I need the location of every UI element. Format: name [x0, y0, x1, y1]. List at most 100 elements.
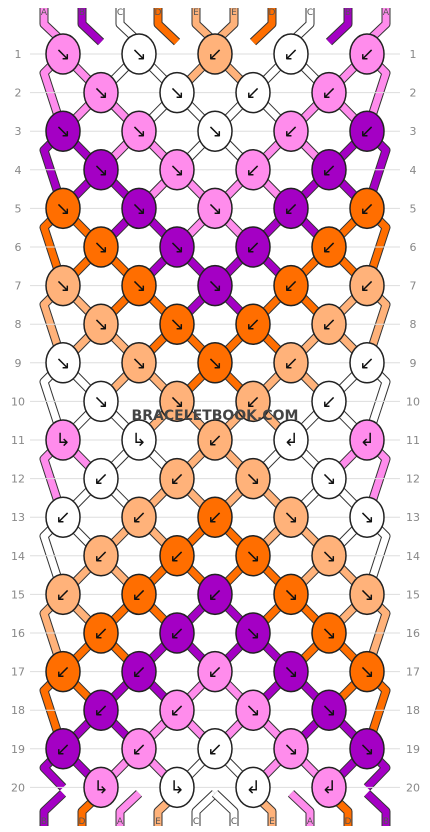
knot: ↙: [273, 110, 309, 152]
knot: ↙: [273, 342, 309, 384]
knot-ellipse: [83, 612, 119, 654]
knot-ellipse: [197, 650, 233, 693]
knot-arrow-icon: ↳: [93, 777, 108, 798]
knot: ↘: [159, 71, 195, 114]
knot-arrow-icon: ↘: [283, 584, 298, 605]
bottom-strand-label: C: [231, 817, 237, 827]
row-label-right: 7: [410, 280, 417, 293]
knot-arrow-icon: ↘: [245, 700, 260, 721]
row-label-right: 6: [410, 241, 417, 254]
knot-arrow-icon: ↘: [359, 739, 374, 760]
bottom-strand-label: A: [307, 817, 314, 827]
knot: ↙: [159, 535, 195, 577]
knot-ellipse: [83, 71, 119, 114]
row-label-right: 11: [406, 434, 420, 447]
row-label-right: 16: [406, 627, 420, 640]
knot-arrow-icon: ↘: [55, 353, 70, 374]
knot-arrow-icon: ↘: [207, 121, 222, 142]
knot: ↙: [349, 110, 385, 152]
knot-arrow-icon: ↙: [55, 739, 70, 760]
knot-arrow-icon: ↘: [169, 83, 184, 104]
knot-ellipse: [197, 110, 233, 152]
knot-arrow-icon: ↙: [283, 276, 298, 297]
knot: ↲: [273, 419, 309, 461]
row-label-left: 16: [11, 627, 25, 640]
row-label-left: 19: [11, 743, 25, 756]
top-strand-B: [78, 8, 104, 45]
row-label-right: 20: [406, 781, 420, 794]
knot: ↘: [45, 264, 81, 307]
row-label-right: 3: [410, 125, 417, 138]
knot: ↘: [311, 612, 347, 654]
knot: ↘: [349, 573, 385, 616]
knot: ↘: [349, 650, 385, 693]
top-strand-D: [250, 8, 276, 45]
row-label-right: 1: [410, 48, 417, 61]
row-label-right: 8: [410, 318, 417, 331]
knot-arrow-icon: ↘: [283, 662, 298, 683]
knot-ellipse: [83, 766, 119, 809]
knot-arrow-icon: ↘: [359, 584, 374, 605]
knot-ellipse: [311, 766, 347, 809]
knot: ↙: [121, 728, 157, 770]
knot-ellipse: [197, 264, 233, 307]
top-strand-label: B: [345, 8, 351, 18]
knot-arrow-icon: ↘: [245, 469, 260, 490]
knot-ellipse: [349, 573, 385, 616]
knot-arrow-icon: ↙: [131, 584, 146, 605]
knot: ↙: [235, 226, 271, 268]
knot-ellipse: [121, 342, 157, 384]
knot: ↘: [83, 71, 119, 114]
bottom-strand-label: B: [383, 817, 389, 827]
knot-arrow-icon: ↲: [359, 430, 374, 451]
knot-ellipse: [311, 457, 347, 500]
knot-arrow-icon: ↙: [321, 314, 336, 335]
bottom-strand-B: [40, 790, 66, 826]
knot-arrow-icon: ↙: [131, 662, 146, 683]
knot-ellipse: [197, 342, 233, 384]
knot-ellipse: [349, 187, 385, 230]
knot: ↙: [159, 457, 195, 500]
knot-arrow-icon: ↙: [245, 160, 260, 181]
knot: ↘: [273, 573, 309, 616]
bottom-strand-label: A: [117, 817, 124, 827]
knot-ellipse: [83, 149, 119, 191]
knot-arrow-icon: ↘: [93, 314, 108, 335]
knot-arrow-icon: ↙: [359, 198, 374, 219]
knot: ↙: [311, 380, 347, 423]
knot-ellipse: [159, 303, 195, 345]
knot-arrow-icon: ↙: [207, 44, 222, 65]
knot: ↙: [273, 264, 309, 307]
knot: ↘: [121, 342, 157, 384]
knot-ellipse: [197, 187, 233, 230]
knot-ellipse: [273, 33, 309, 75]
knot-ellipse: [45, 342, 81, 384]
knot-ellipse: [159, 689, 195, 731]
knot: ↳: [83, 766, 119, 809]
knot-arrow-icon: ↙: [321, 237, 336, 258]
knot-arrow-icon: ↙: [283, 44, 298, 65]
knot-arrow-icon: ↙: [245, 391, 260, 412]
row-label-right: 5: [410, 202, 417, 215]
knot-arrow-icon: ↙: [55, 662, 70, 683]
knot: ↘: [235, 535, 271, 577]
knot: ↘: [83, 226, 119, 268]
knot: ↘: [273, 650, 309, 693]
knot: ↙: [235, 71, 271, 114]
knot: ↘: [83, 149, 119, 191]
knot: ↘: [311, 535, 347, 577]
knot-ellipse: [273, 419, 309, 461]
row-label-left: 20: [11, 781, 25, 794]
knot-ellipse: [121, 650, 157, 693]
row-label-right: 12: [406, 473, 420, 486]
knot-arrow-icon: ↙: [55, 507, 70, 528]
top-strand-label: E: [193, 8, 199, 18]
knot-arrow-icon: ↙: [93, 623, 108, 644]
top-strand-label: A: [383, 8, 390, 18]
knot-ellipse: [159, 535, 195, 577]
knot-ellipse: [349, 650, 385, 693]
knot-arrow-icon: ↘: [131, 121, 146, 142]
knot-ellipse: [197, 573, 233, 616]
knot-arrow-icon: ↘: [321, 469, 336, 490]
knot-arrow-icon: ↘: [359, 662, 374, 683]
